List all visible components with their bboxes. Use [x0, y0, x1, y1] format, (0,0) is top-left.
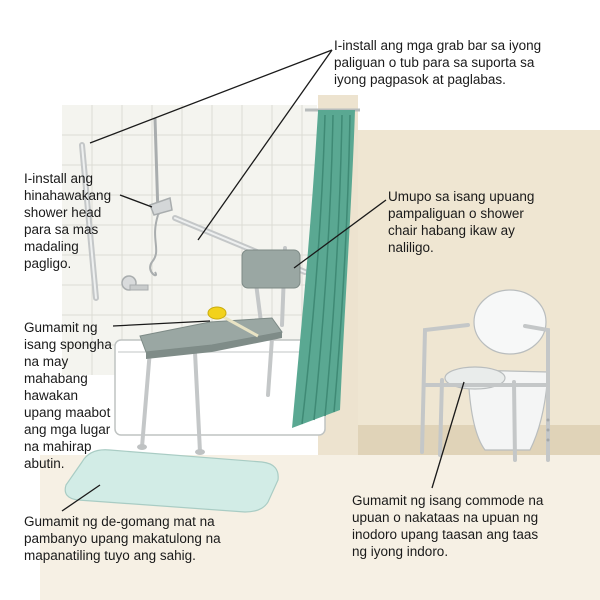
- bath-mat: [64, 449, 279, 513]
- shower-head-caption: I-install ang hinahawakang shower head p…: [24, 171, 112, 271]
- sponge-caption: Gumamit ng isang spongha na may mahabang…: [24, 320, 112, 471]
- shower-chair: [137, 246, 301, 455]
- vertical-grab-bar: [79, 142, 99, 301]
- long-handled-sponge: [207, 306, 259, 338]
- commode: [420, 289, 550, 462]
- wall-partition: [318, 95, 600, 455]
- bath-mat-caption: Gumamit ng de-gomang mat na pambanyo upa…: [24, 514, 221, 563]
- shower-curtain: [292, 110, 355, 428]
- leader-commode: [431, 381, 465, 489]
- leader-grab-diagonal: [197, 49, 333, 241]
- leader-sponge: [112, 320, 211, 327]
- leader-shower: [119, 194, 153, 208]
- grab-bar-caption: I-install ang mga grab bar sa iyong pali…: [334, 38, 542, 87]
- handheld-shower: [121, 117, 173, 291]
- leader-grab-vertical: [89, 49, 333, 144]
- leader-chair: [293, 199, 387, 269]
- leader-mat: [61, 484, 101, 512]
- shower-chair-caption: Umupo sa isang upuang pampaliguan o show…: [388, 189, 535, 255]
- commode-caption: Gumamit ng isang commode na upuan o naka…: [352, 493, 544, 559]
- leader-lines: [61, 49, 465, 512]
